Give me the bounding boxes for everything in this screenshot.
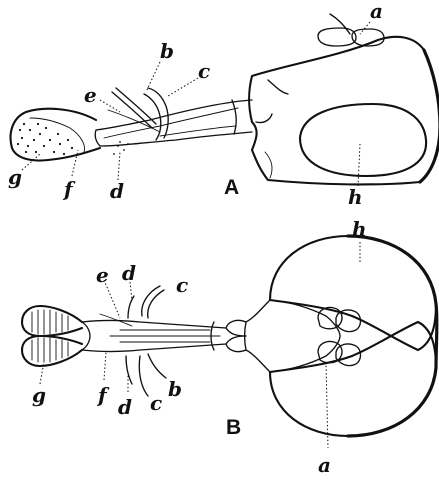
- panel-b-labellum-collar: [82, 322, 90, 350]
- panel-a-leader-c: [168, 78, 198, 96]
- panel-a-label-c: c: [198, 59, 210, 83]
- panel-b-face-plate: [245, 300, 341, 372]
- panel-b-mandible-d-upper: [128, 296, 134, 318]
- panel-b-mandible-d-lower: [126, 356, 132, 384]
- panel-b-label-f: f: [96, 383, 110, 407]
- panel-b-palp-b: [148, 354, 166, 378]
- panel-b-label-d-top: d: [122, 261, 136, 285]
- panel-a-labellum-stipple: [17, 123, 73, 155]
- panel-b-proboscis-base-2: [226, 336, 246, 352]
- panel-a-leader-a: [360, 22, 370, 34]
- panel-b-label-b: b: [168, 377, 182, 401]
- panel-a-d-stipple: [113, 141, 129, 155]
- panel-a-bristle-c: [148, 88, 168, 138]
- panel-a-title: A: [224, 176, 239, 199]
- panel-a-head-right-edge: [420, 50, 439, 182]
- panel-a-label-h: h: [348, 185, 363, 209]
- panel-a-antenna-segment-1: [318, 28, 356, 46]
- panel-a-leader-d: [118, 152, 120, 180]
- panel-a-label-d: d: [110, 179, 124, 203]
- panel-b-antenna-upper-2: [336, 310, 361, 332]
- panel-b-eye-lower: [270, 322, 436, 436]
- panel-a-head-crease: [256, 114, 272, 123]
- panel-a-antenna-stalk: [330, 14, 350, 34]
- panel-a-head-capsule: [249, 37, 439, 185]
- panel-a-labellum: [11, 109, 100, 161]
- panel-b-labellum-upper: [22, 306, 82, 336]
- panel-b-proboscis-base: [226, 320, 246, 336]
- panel-a-drawing: [11, 14, 439, 186]
- panel-a-label-a: a: [370, 0, 383, 23]
- panel-b-leader-f: [104, 352, 106, 380]
- panel-a-bristle-b: [112, 92, 152, 128]
- panel-a-leader-f: [72, 150, 78, 176]
- panel-a-head-fold: [268, 80, 288, 94]
- panel-a-compound-eye: [300, 104, 426, 176]
- panel-a-labium-inner: [104, 108, 238, 138]
- panel-b-label-c-bottom: c: [150, 391, 162, 415]
- panel-a-label-g: g: [8, 165, 22, 189]
- panel-b-label-d-bottom: d: [118, 395, 132, 419]
- panel-a-bristle-b-2: [116, 88, 156, 124]
- panel-b-title: B: [226, 416, 241, 439]
- panel-b-label-h: h: [352, 217, 367, 241]
- panel-b-palp-c-upper: [142, 286, 160, 316]
- panel-a-label-f: f: [62, 177, 76, 201]
- panel-b-label-c-top: c: [176, 273, 188, 297]
- panel-a-bristle-c-2: [144, 94, 161, 140]
- panel-b-label-a: a: [318, 453, 331, 477]
- panel-b-eye-upper: [270, 236, 436, 350]
- panel-b-palp-c-upper-2: [148, 290, 164, 318]
- panel-a-joint: [232, 100, 236, 134]
- panel-a-label-b: b: [160, 39, 174, 63]
- panel-a-leader-g: [22, 154, 40, 170]
- panel-a-head-crease-2: [265, 152, 272, 178]
- panel-b-label-g: g: [32, 383, 46, 407]
- panel-a-leader-h: [358, 144, 360, 186]
- panel-b-label-e: e: [96, 263, 109, 287]
- panel-b-palp-c-lower: [139, 356, 148, 396]
- panel-a-label-e: e: [84, 83, 97, 107]
- panel-b-proboscis-lower: [82, 344, 226, 352]
- panel-b-proboscis-upper: [82, 321, 226, 329]
- panel-b-labellum-lower: [22, 336, 82, 366]
